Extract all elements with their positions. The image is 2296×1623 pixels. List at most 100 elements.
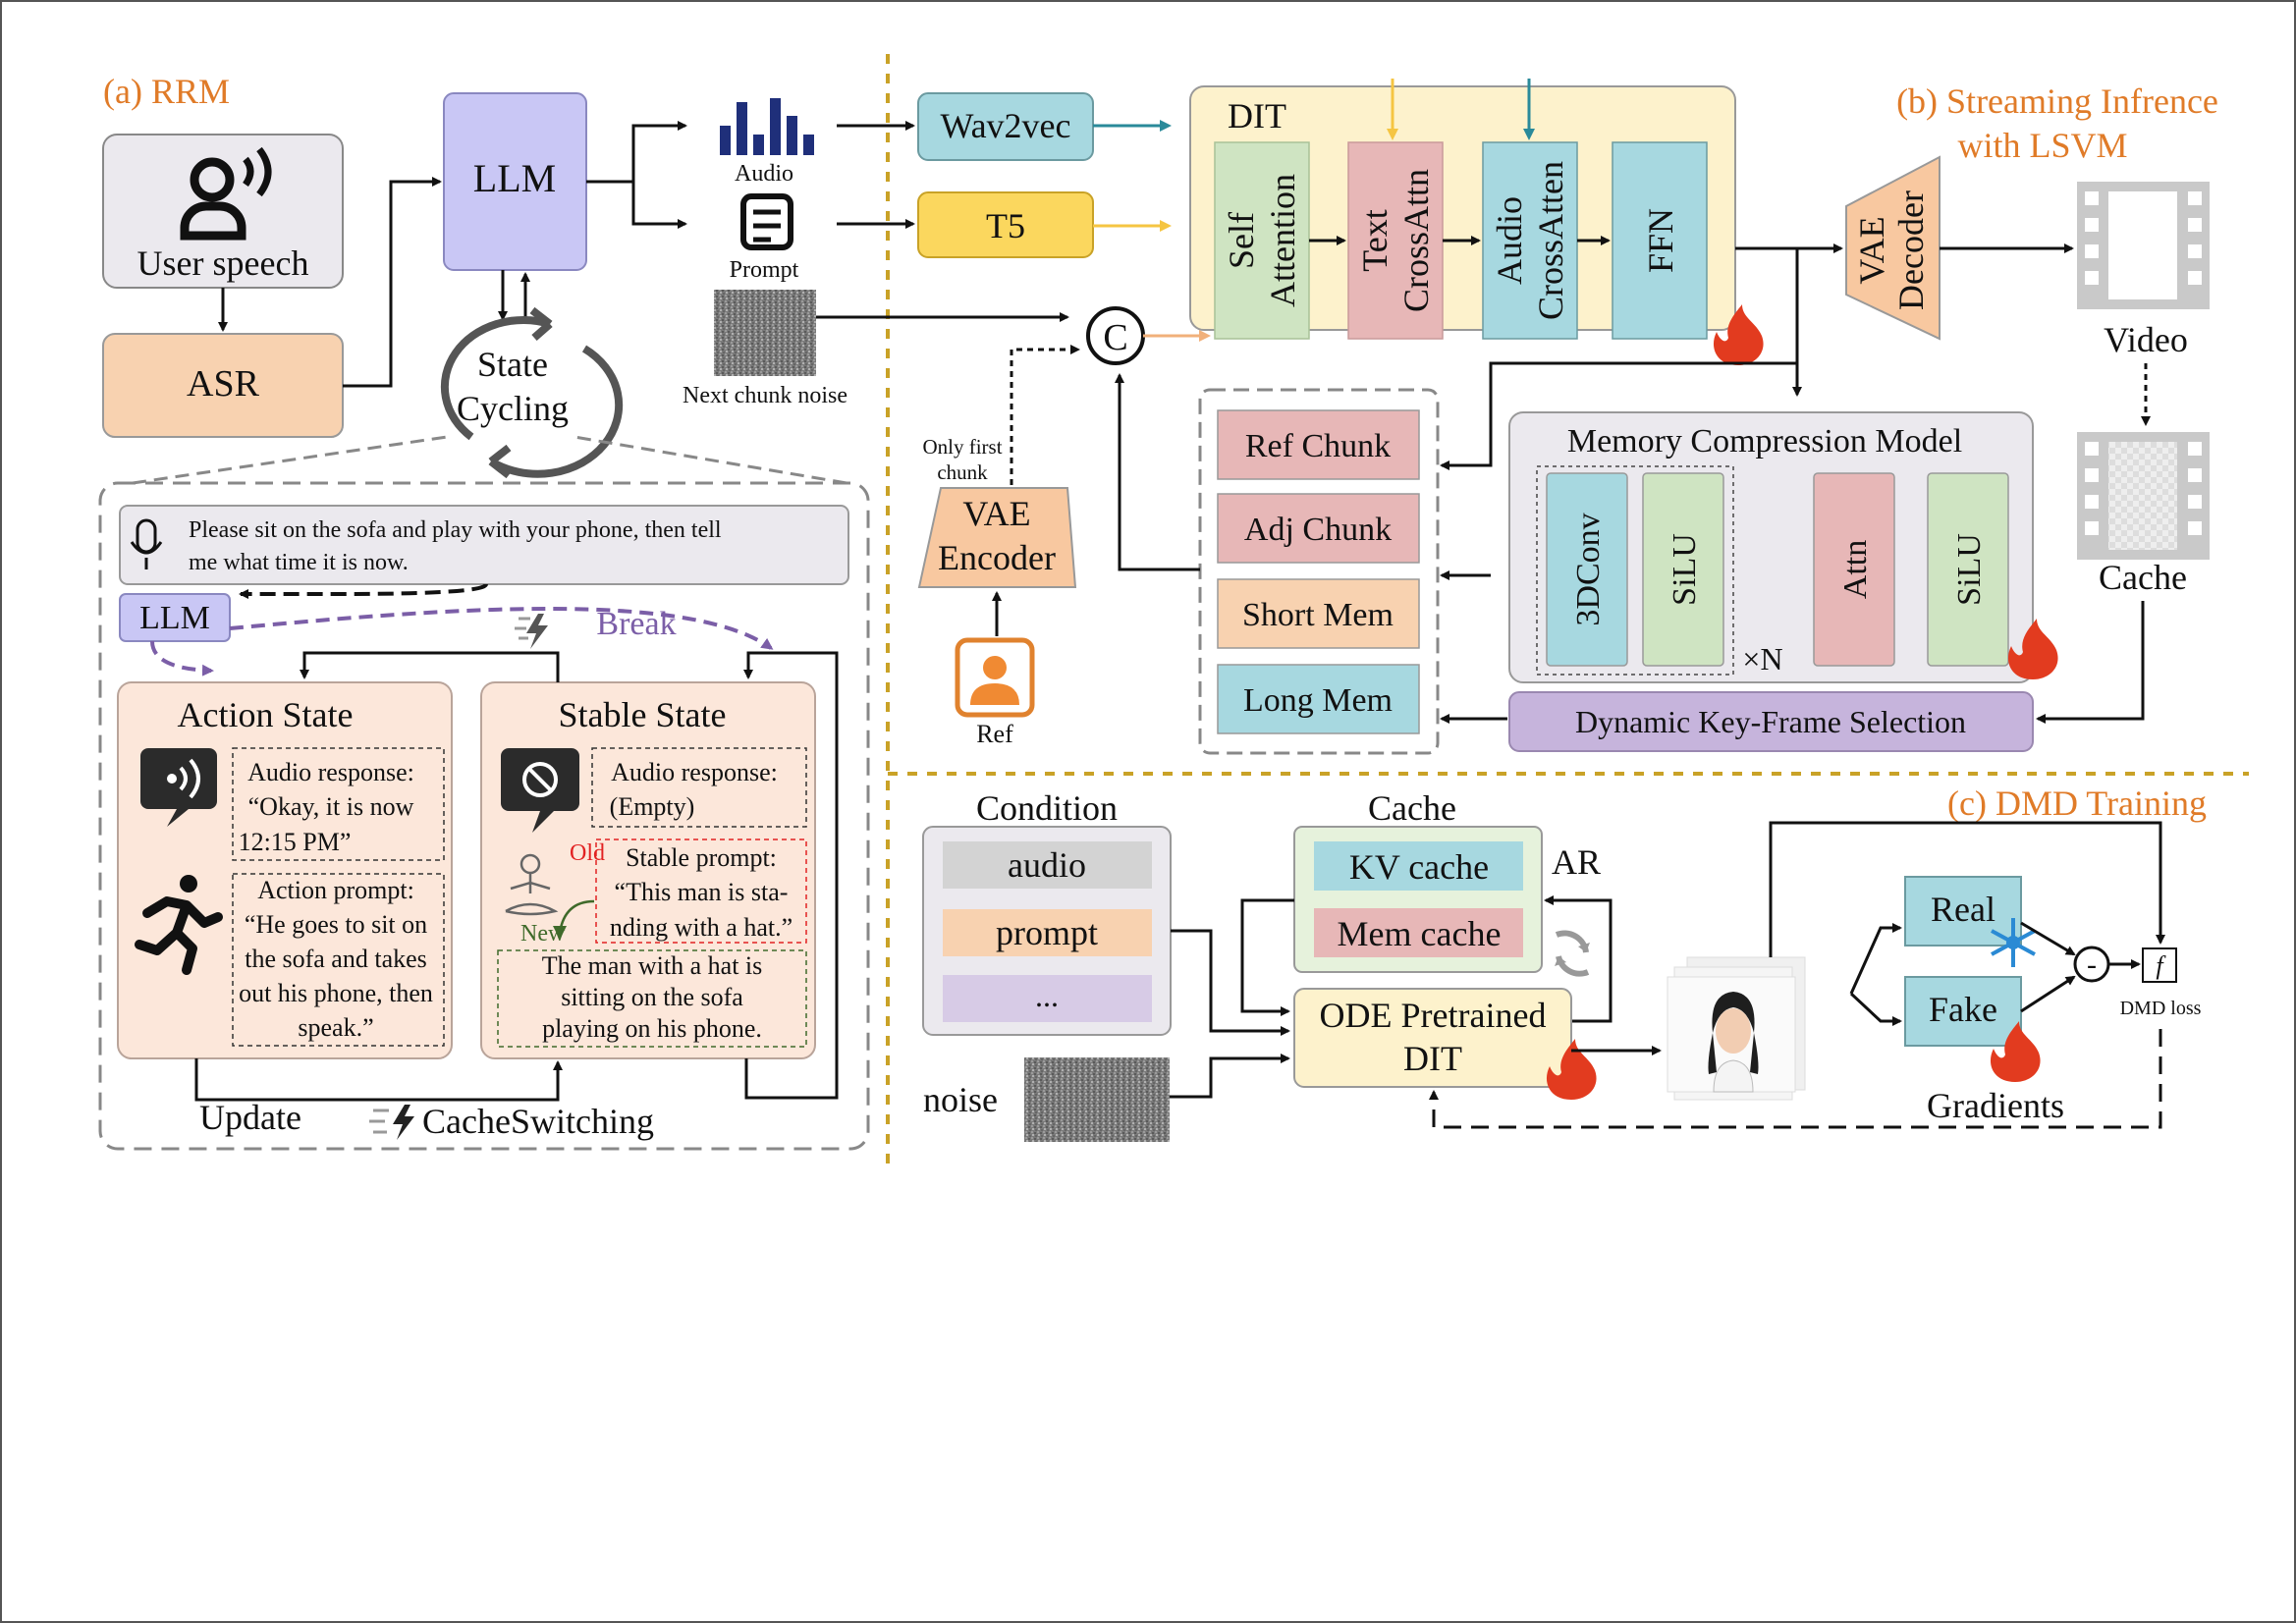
vae-encoder-label-1: VAE: [962, 494, 1030, 533]
audio-crossattn-label-2: CrossAtten: [1531, 161, 1570, 320]
arrow-noise-dit: [1170, 1054, 1290, 1099]
audio-crossattn-label-1: Audio: [1490, 196, 1529, 285]
dit-block: [1189, 85, 1736, 331]
action-prompt-line-5: speak.”: [298, 1013, 373, 1042]
silu-label-2: SiLU: [1951, 533, 1988, 606]
cache-film-icon: [2077, 432, 2210, 560]
stable-prompt-line-3: nding with a hat.”: [610, 913, 793, 942]
prompt-label: Prompt: [730, 257, 799, 283]
arrow-llm-action: [150, 640, 214, 676]
dynamic-selection-box: [1508, 691, 2034, 752]
arrow-real-minus: [2020, 921, 2076, 956]
conv3d-label: 3DConv: [1570, 513, 1607, 625]
minus-label: -: [2087, 948, 2097, 981]
state-cycling-label-2: Cycling: [457, 389, 569, 428]
lightning-icon-cache: [369, 1105, 414, 1140]
action-prompt-line-4: out his phone, then: [239, 979, 433, 1007]
long-mem-box: [1217, 664, 1420, 734]
ode-dit-box: [1293, 988, 1572, 1088]
running-person-icon: [135, 875, 223, 975]
llm-small-label: LLM: [139, 600, 210, 636]
state-detail-panel: [98, 481, 870, 1151]
stable-desc-line-1: The man with a hat is: [542, 951, 763, 980]
audio-label: Audio: [735, 161, 793, 187]
text-crossattn-block: [1347, 141, 1444, 340]
dynamic-selection-label: Dynamic Key-Frame Selection: [1575, 704, 1966, 739]
section-label-rrm: (a) RRM: [103, 72, 230, 111]
condition-more-box: [943, 975, 1152, 1022]
ffn-block: [1612, 141, 1708, 340]
arrow-asr-llm: [343, 177, 442, 388]
video-film-icon: [2077, 182, 2210, 309]
dit-label: DIT: [1228, 96, 1286, 135]
attn-label: Attn: [1837, 540, 1874, 599]
zoom-line-left: [132, 435, 448, 485]
kv-cache-box: [1314, 841, 1523, 891]
stable-state-title: Stable State: [559, 695, 727, 734]
action-state-title: Action State: [178, 695, 354, 734]
vae-decoder-label-2: Decoder: [1891, 190, 1931, 310]
self-attention-block: [1214, 141, 1310, 340]
ref-chunk-label: Ref Chunk: [1245, 428, 1391, 464]
zoom-line-right: [574, 435, 847, 485]
ode-dit-label-2: DIT: [1403, 1039, 1462, 1078]
vae-decoder-label-1: VAE: [1852, 216, 1891, 284]
concat-label: C: [1103, 317, 1127, 358]
user-speech-label: User speech: [137, 243, 309, 283]
arrow-chunks-concat: [1115, 373, 1200, 571]
kv-cache-label: KV cache: [1349, 847, 1489, 887]
microphone-icon: [130, 518, 163, 569]
conv3d-block: [1546, 472, 1628, 667]
state-cycling-arrows-icon: [440, 306, 624, 479]
self-attention-label-2: Attention: [1263, 174, 1302, 307]
state-cycling-label-1: State: [477, 345, 548, 384]
user-query-line-2: me what time it is now.: [189, 550, 409, 575]
memory-compression-model: [1508, 411, 2034, 683]
audio-bars-icon: [720, 98, 814, 155]
real-score-box: [1904, 876, 2022, 947]
cache-title: Cache: [1368, 788, 1456, 828]
next-chunk-noise-label: Next chunk noise: [683, 383, 847, 408]
arrow-stable-to-action: [300, 651, 560, 682]
muted-bubble-icon: [501, 748, 579, 833]
fire-icon-dit: [1713, 304, 1764, 365]
action-prompt-line-1: Action prompt:: [257, 876, 414, 904]
ar-label: AR: [1552, 842, 1601, 882]
prompt-document-icon: [740, 193, 793, 250]
user-speech-icon: [180, 146, 272, 241]
old-label: Old: [570, 840, 605, 866]
f-label: f: [2156, 951, 2166, 980]
cache-switching-label: CacheSwitching: [422, 1102, 654, 1141]
user-query-line-1: Please sit on the sofa and play with you…: [189, 517, 722, 543]
adj-chunk-label: Adj Chunk: [1244, 512, 1392, 548]
asr-label: ASR: [187, 363, 260, 405]
arrow-llm-prompt: [631, 182, 687, 229]
vae-decoder-block: [1845, 155, 1941, 341]
arrow-fake-minus: [2020, 975, 2076, 1013]
stable-prompt-line-1: Stable prompt:: [626, 843, 777, 872]
noise-image: [1024, 1057, 1170, 1142]
stable-prompt-line-2: “This man is sta-: [615, 878, 789, 906]
arrow-break: [229, 607, 774, 650]
arrow-frames-real: [1849, 923, 1902, 995]
wav2vec-label: Wav2vec: [940, 106, 1070, 145]
fire-icon-ode: [1546, 1039, 1597, 1100]
ffn-label: FFN: [1641, 208, 1680, 273]
reference-person-icon: [955, 637, 1035, 718]
stable-audio-line-2: (Empty): [610, 792, 695, 821]
vae-encoder-block: [917, 487, 1077, 588]
long-mem-label: Long Mem: [1243, 682, 1393, 719]
llm-label: LLM: [473, 156, 556, 200]
break-label: Break: [596, 606, 676, 642]
ref-chunk-box: [1217, 409, 1420, 480]
fake-label: Fake: [1929, 990, 1997, 1029]
text-crossattn-label-1: Text: [1355, 209, 1394, 271]
repeat-group-box: [1536, 465, 1734, 676]
meditating-person-icon: [505, 853, 559, 916]
arrow-gradients: [1429, 1029, 2162, 1129]
mem-cache-box: [1314, 908, 1523, 957]
next-chunk-noise-image: [714, 290, 816, 376]
action-prompt-line-3: the sofa and takes: [245, 945, 427, 973]
